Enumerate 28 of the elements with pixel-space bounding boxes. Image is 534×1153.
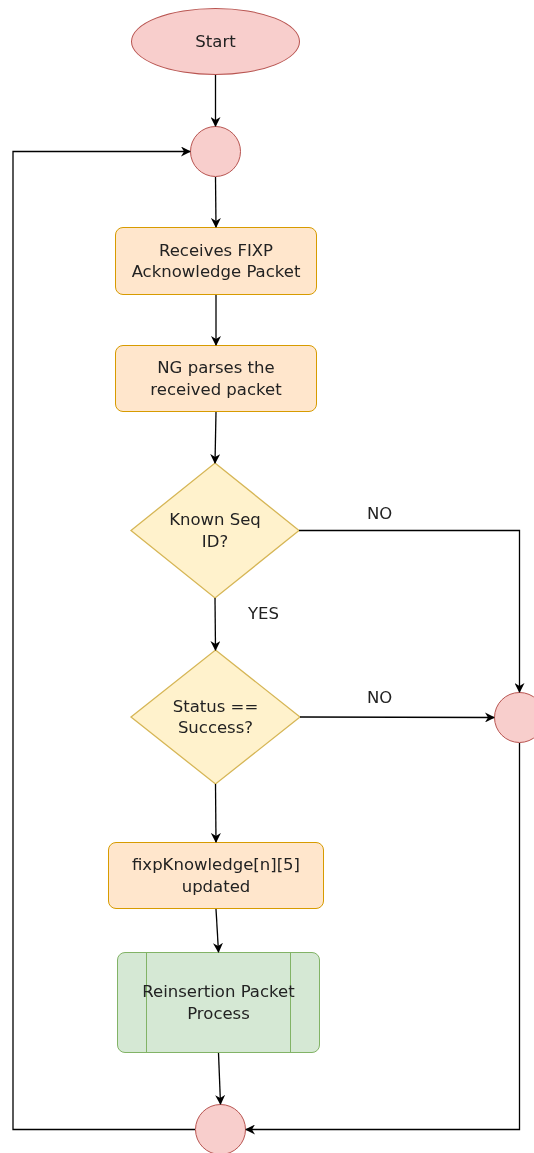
arrow [210,176,221,228]
arrow [12,146,196,1131]
node-label: Receives FIXP Acknowledge Packet [130,239,302,283]
node-label: fixpKnowledge[n][5] updated [130,854,301,897]
node-label: Status == Success? [171,695,260,739]
connector-circle [494,692,534,743]
process-box [115,345,317,412]
arrow [210,783,221,843]
arrow [213,908,223,953]
arrow [210,597,221,651]
arrow [299,712,495,723]
subprocess-box [117,952,320,1053]
arrow [210,74,221,127]
arrow [210,411,221,464]
connector-circle [190,126,241,177]
arrow [215,1052,226,1105]
arrow [298,529,525,693]
node-label: Start [194,30,237,53]
arrow [211,294,221,346]
node-label: NG parses the received packet [149,357,283,400]
node-label: Reinsertion Packet Process [141,981,296,1024]
decision-diamond [131,650,300,784]
node-label: Known Seq ID? [168,509,262,552]
arrow [245,742,521,1135]
process-box [115,227,317,295]
connector-circle [195,1104,246,1153]
decision-diamond [131,463,299,598]
process-box [108,842,324,909]
